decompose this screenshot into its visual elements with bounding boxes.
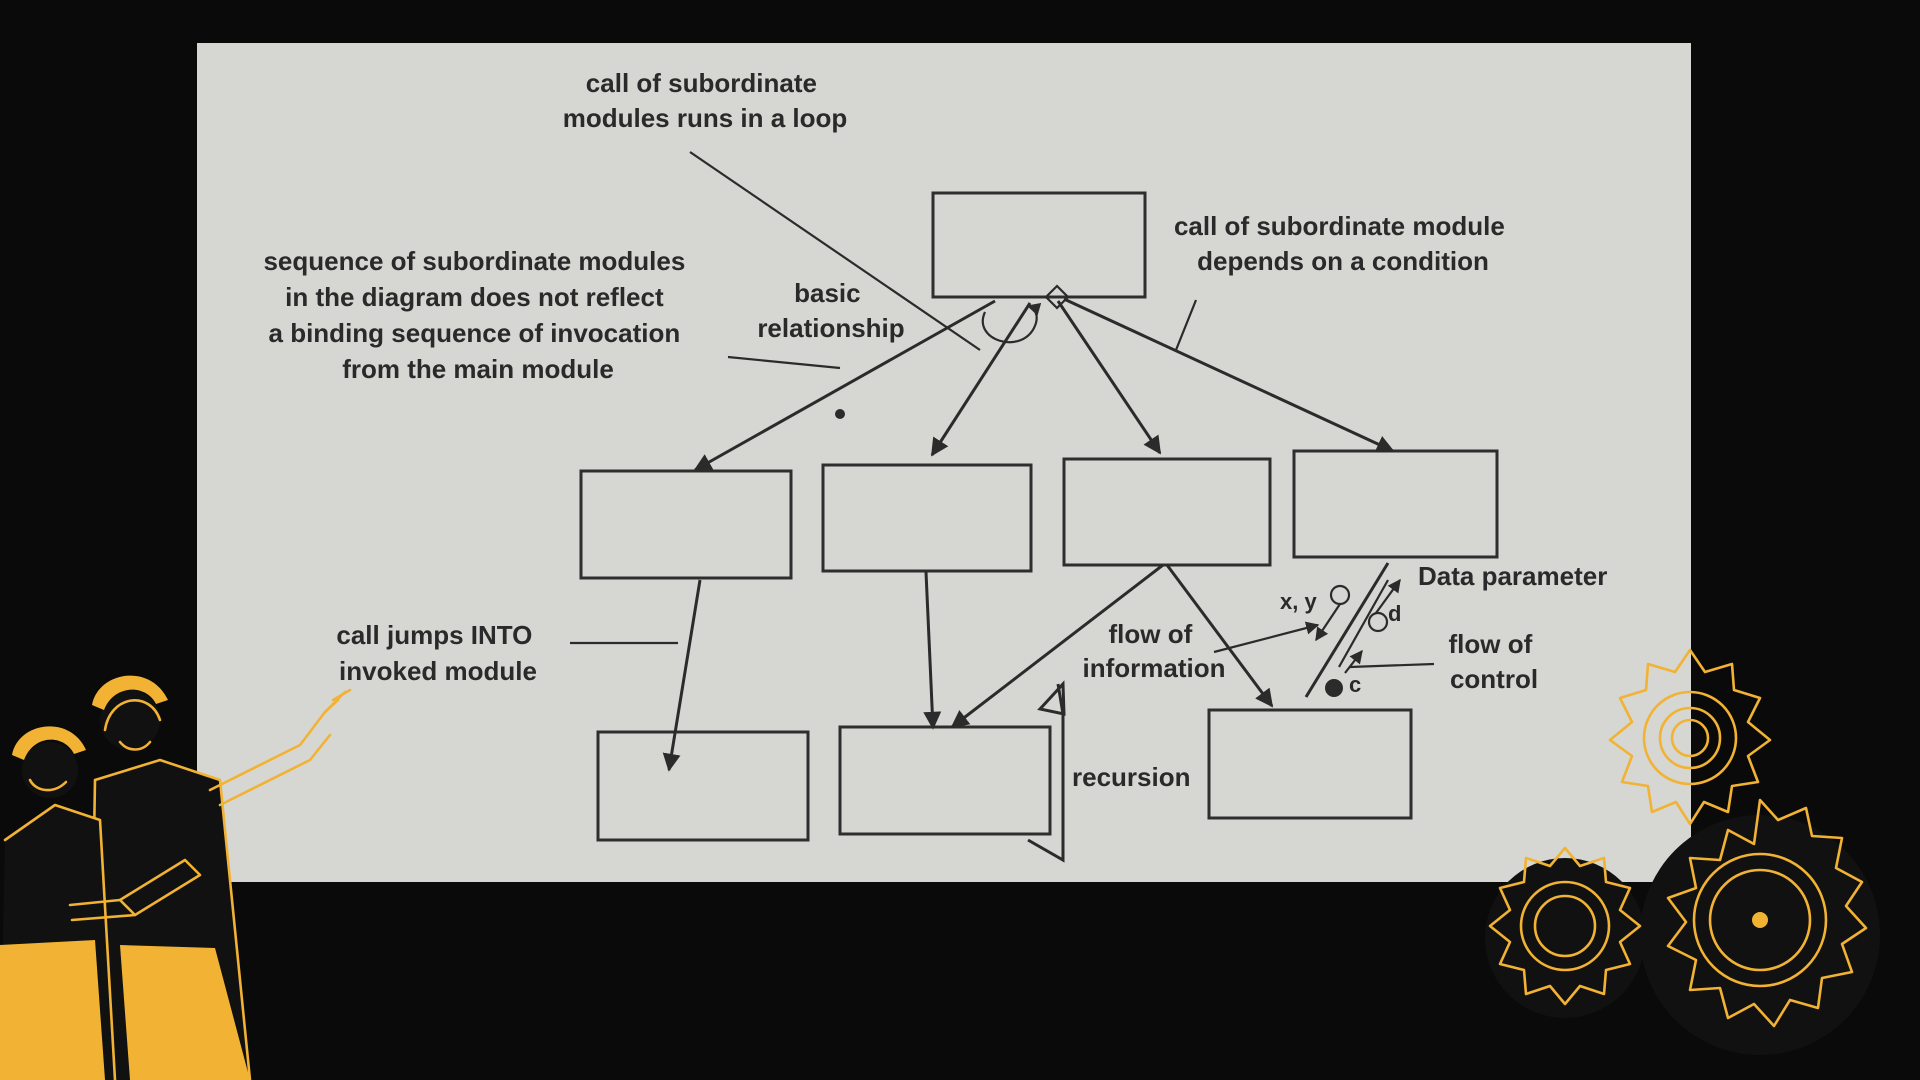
data-parameter-circle-d [1367,611,1389,633]
engineers-pointing-illustration [0,675,352,1080]
data-parameter-arrow-xy [1315,603,1341,642]
ink-speck [835,409,845,419]
condition-diamond [1044,284,1070,310]
small-gear [1485,846,1645,1018]
call-arrow-level2-a [662,579,702,772]
call-arrow-level2-d [1165,564,1274,708]
call-arrow-c [1056,300,1162,455]
label-flow-control: flow of control [1449,629,1540,694]
control-parameter-arrow [1344,649,1363,674]
label-c: c [1349,672,1361,697]
leader-loop [689,151,981,351]
label-recursion: recursion [1072,762,1191,792]
call-arrow-level2-b [923,571,942,730]
module-level2-c [1207,708,1413,820]
module-level1-a [579,469,793,580]
data-parameter-arrow-d [1375,578,1401,614]
data-parameter-circle-xy [1329,584,1351,606]
module-level1-d [1292,449,1499,559]
leader-flow-control [1349,662,1435,669]
label-condition: call of subordinate module depends on a … [1174,211,1512,276]
label-loop: call of subordinate modules runs in a lo… [563,68,848,133]
label-call-jumps: call jumps INTO invoked module [336,620,539,686]
recursion-arrowhead [1037,680,1066,716]
module-level2-b [838,725,1052,836]
label-d: d [1388,601,1401,626]
label-xy: x, y [1280,589,1317,614]
module-level2-a [596,730,810,842]
diagram-sheet: call of subordinate modules runs in a lo… [197,43,1691,882]
leader-flow-information [1213,621,1320,654]
label-data-parameter: Data parameter [1418,561,1607,591]
recursion-line [1027,683,1065,863]
call-arrow-level2-e [1304,562,1390,698]
control-parameter-dot [1325,679,1343,697]
label-sequence: sequence of subordinate modules in the d… [263,246,692,384]
leader-sequence [727,355,841,370]
label-basic-relationship: basic relationship [757,278,904,343]
call-arrow-d [1063,297,1395,453]
upper-gear [1608,648,1772,826]
call-arrow-a [693,299,996,472]
large-gear [1640,798,1880,1055]
gears-illustration [1485,648,1880,1055]
call-arrow-level2-c [950,563,1164,729]
parameter-line [1338,579,1389,668]
main-module [931,191,1147,299]
label-flow-information: flow of information [1083,619,1226,683]
loop-symbol [981,302,1042,344]
module-level1-b [821,463,1033,573]
sheet-background [197,43,1691,882]
leader-condition [1174,299,1198,351]
call-arrow-b [930,302,1032,457]
